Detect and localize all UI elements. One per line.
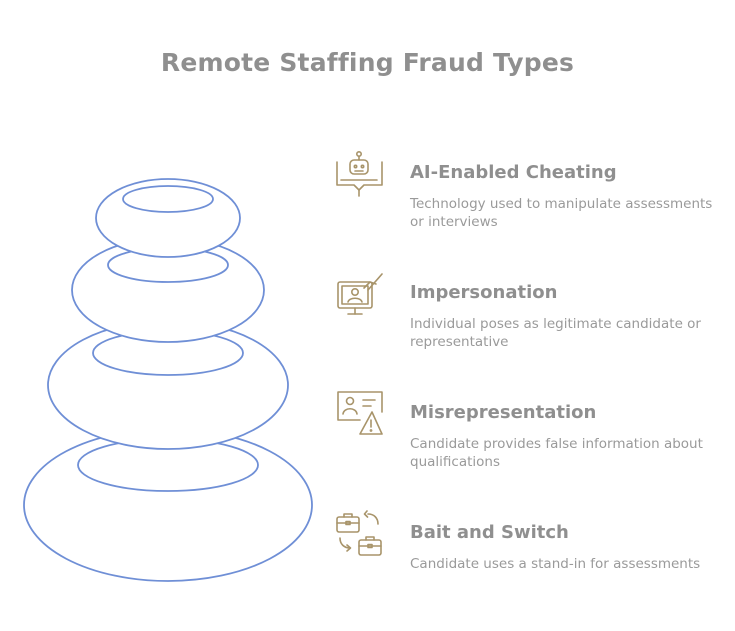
ring-level-1 — [95, 178, 241, 258]
item-description: Individual poses as legitimate candidate… — [410, 316, 701, 350]
stacked-rings-illustration — [23, 178, 313, 582]
ring-level-3 — [47, 320, 289, 450]
item-description: Candidate uses a stand-in for assessment… — [410, 556, 701, 572]
diagram-title: Remote Staffing Fraud Types — [160, 48, 575, 77]
item-description: Candidate provides false information abo… — [410, 436, 703, 470]
robot-icon — [336, 150, 383, 197]
item-heading: Bait and Switch — [410, 522, 569, 543]
item-description: Technology used to manipulate assessment… — [410, 196, 713, 230]
item-heading: Impersonation — [410, 282, 558, 303]
item-heading: Misrepresentation — [410, 402, 597, 423]
ring-level-4 — [23, 428, 313, 582]
briefcase-swap-icon — [336, 510, 382, 556]
item-heading: AI-Enabled Cheating — [410, 162, 617, 183]
id-card-warning-icon — [337, 391, 383, 435]
presenter-screen-icon — [337, 273, 383, 315]
